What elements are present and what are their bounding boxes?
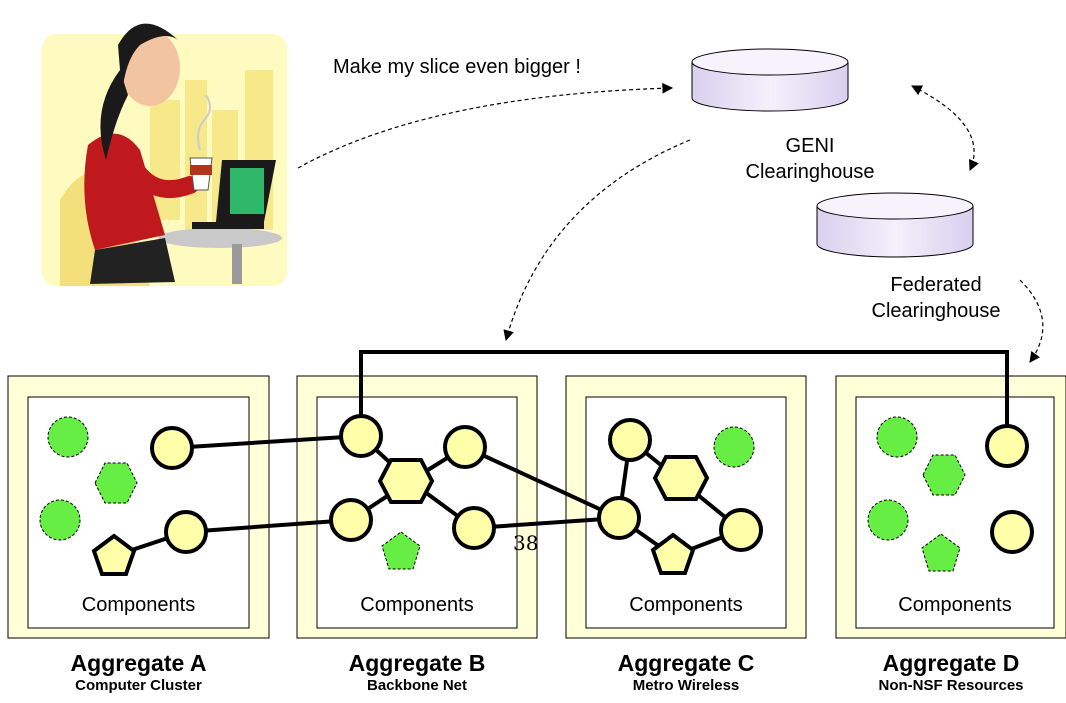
- geni-clearinghouse-icon: [691, 48, 849, 112]
- geni-to-aggregate-arrow: [503, 139, 691, 342]
- federated-clearinghouse-label: Federated Clearinghouse: [846, 272, 1026, 324]
- components-label: Components: [360, 594, 474, 616]
- free-component-node: [381, 531, 421, 570]
- slice-component-node: [985, 424, 1029, 468]
- slice-component-node: [608, 418, 652, 462]
- request-caption: Make my slice even bigger !: [333, 56, 581, 78]
- geni-clearinghouse-label-line1: GENI: [785, 135, 835, 157]
- free-component-node: [39, 499, 81, 541]
- slice-component-node: [452, 506, 496, 550]
- slice-component-node: [329, 498, 373, 542]
- slice-component-node: [597, 496, 641, 540]
- aggregate-b-caption: Aggregate B Backbone Net: [297, 650, 537, 694]
- aggregate-title: Aggregate D: [882, 650, 1020, 676]
- aggregate-title: Aggregate C: [617, 650, 755, 676]
- free-component-node: [47, 416, 89, 458]
- request-arrow: [297, 82, 674, 169]
- free-component-node: [921, 533, 961, 572]
- components-label: Components: [81, 594, 196, 616]
- page-number: 38: [513, 531, 539, 555]
- aggregate-subtitle: Non-NSF Resources: [878, 677, 1024, 694]
- components-label: Components: [898, 594, 1012, 616]
- federated-clearinghouse-label-line1: Federated: [890, 274, 982, 296]
- slice-component-node: [650, 532, 696, 575]
- slice-link: [464, 445, 620, 520]
- free-component-node: [713, 426, 755, 468]
- slice-component-node: [150, 426, 194, 470]
- slice-link: [473, 516, 620, 530]
- aggregate-subtitle: Computer Cluster: [75, 677, 202, 694]
- slice-component-node: [990, 510, 1034, 554]
- aggregate-c-caption: Aggregate C Metro Wireless: [566, 650, 806, 694]
- federated-clearinghouse-icon: [816, 192, 974, 258]
- aggregate-subtitle: Metro Wireless: [632, 677, 740, 694]
- slice-link: [171, 434, 362, 450]
- slice-component-node: [652, 455, 710, 501]
- aggregate-subtitle: Backbone Net: [366, 677, 468, 694]
- aggregate-a-caption: Aggregate A Computer Cluster: [8, 650, 269, 694]
- slice-link: [185, 518, 352, 534]
- geni-clearinghouse-label: GENI Clearinghouse: [730, 133, 890, 185]
- federated-clearinghouse-label-line2: Clearinghouse: [871, 300, 1001, 322]
- components-label: Components: [629, 594, 743, 616]
- geni-clearinghouse-label-line2: Clearinghouse: [745, 161, 875, 183]
- slice-component-node: [443, 425, 487, 469]
- slice-component-node: [164, 510, 208, 554]
- clearinghouse-federation-arrow: [911, 85, 979, 171]
- free-component-node: [94, 462, 138, 504]
- backbone-link: [359, 350, 1009, 442]
- slice-component-node: [91, 533, 137, 576]
- user-illustration: [42, 23, 287, 286]
- federated-to-aggregate-d-arrow: [1019, 279, 1044, 363]
- free-component-node: [876, 416, 918, 458]
- aggregate-title: Aggregate A: [70, 650, 207, 676]
- slice-component-node: [719, 508, 763, 552]
- slice-component-node: [377, 458, 435, 504]
- free-component-node: [922, 454, 966, 496]
- aggregate-title: Aggregate B: [348, 650, 486, 676]
- aggregate-d-caption: Aggregate D Non-NSF Resources: [836, 650, 1066, 694]
- free-component-node: [867, 499, 909, 541]
- slice-component-node: [339, 414, 383, 458]
